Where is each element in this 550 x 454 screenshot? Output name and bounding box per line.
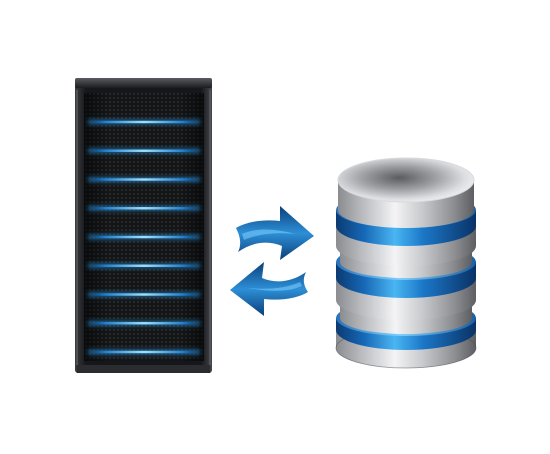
server-light-bar [88,350,200,354]
server-base [77,365,210,373]
server-panel-shade [84,93,204,361]
server-light-bar [88,322,200,325]
server-light-bar [88,235,200,239]
server-right-edge [209,90,211,365]
server-status-lights [88,119,200,355]
database-top-cap [338,158,474,202]
server-light-bar [88,293,200,296]
server-top-cap [75,78,212,88]
server-light-bar [88,178,200,181]
arrow-left-highlight [248,282,302,291]
server-light-bar [88,264,200,267]
server-light-bar [88,120,200,124]
server-rack-icon [75,78,212,373]
database-cylinder-icon [335,157,477,369]
database-disk-top [336,157,476,266]
server-left-edge [76,90,78,365]
arrow-right-highlight [242,229,296,240]
server-light-bar [88,207,200,210]
server-light-bar [88,149,200,152]
sync-arrows-icon [230,206,314,316]
